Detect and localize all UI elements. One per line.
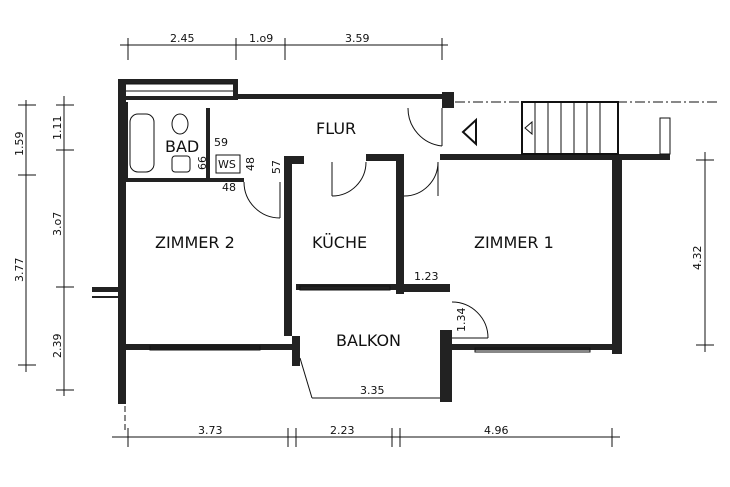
dim-left-outer-2: 3.77 xyxy=(13,258,26,283)
dim-bad-48-vertical: 48 xyxy=(244,157,257,171)
ws-box xyxy=(215,154,241,174)
staircase xyxy=(521,101,671,155)
dim-bad-59: 59 xyxy=(214,136,228,149)
bathroom-fixtures xyxy=(129,113,241,174)
dim-bottom-1: 3.73 xyxy=(198,424,223,437)
dim-top-2: 1.o9 xyxy=(249,32,273,45)
room-label-balkon: BALKON xyxy=(336,331,401,350)
room-label-kueche: KÜCHE xyxy=(312,233,367,252)
room-label-flur: FLUR xyxy=(316,119,356,138)
dim-right: 4.32 xyxy=(691,246,704,271)
balkon-outline xyxy=(299,357,440,399)
toilet-icon xyxy=(171,113,189,135)
dim-balkon-335: 3.35 xyxy=(360,384,385,397)
walls xyxy=(92,79,670,404)
windows xyxy=(126,83,591,353)
dim-top-1: 2.45 xyxy=(170,32,195,45)
dim-bad-48-horizontal: 48 xyxy=(222,181,236,194)
room-label-bad: BAD xyxy=(165,137,199,156)
dim-left-inner-3: 2.39 xyxy=(51,334,64,359)
dim-left-inner-1: 1.11 xyxy=(51,116,64,141)
dim-bottom-3: 4.96 xyxy=(484,424,509,437)
dim-bad-66: 66 xyxy=(196,156,209,170)
dim-door-134: 1.34 xyxy=(455,308,468,333)
sink-icon xyxy=(171,155,191,173)
dim-wall-57: 57 xyxy=(270,160,283,174)
dim-kueche-123: 1.23 xyxy=(414,270,439,283)
dim-left-inner-2: 3.o7 xyxy=(51,212,64,236)
room-label-zimmer2: ZIMMER 2 xyxy=(155,233,235,252)
dim-bottom-2: 2.23 xyxy=(330,424,355,437)
dim-left-outer-1: 1.59 xyxy=(13,132,26,157)
doors xyxy=(243,107,489,339)
bathtub-icon xyxy=(129,113,155,173)
dim-top-3: 3.59 xyxy=(345,32,370,45)
room-label-zimmer1: ZIMMER 1 xyxy=(474,233,554,252)
entrance-arrow-icon xyxy=(461,117,477,147)
room-label-ws: WS xyxy=(218,158,236,171)
